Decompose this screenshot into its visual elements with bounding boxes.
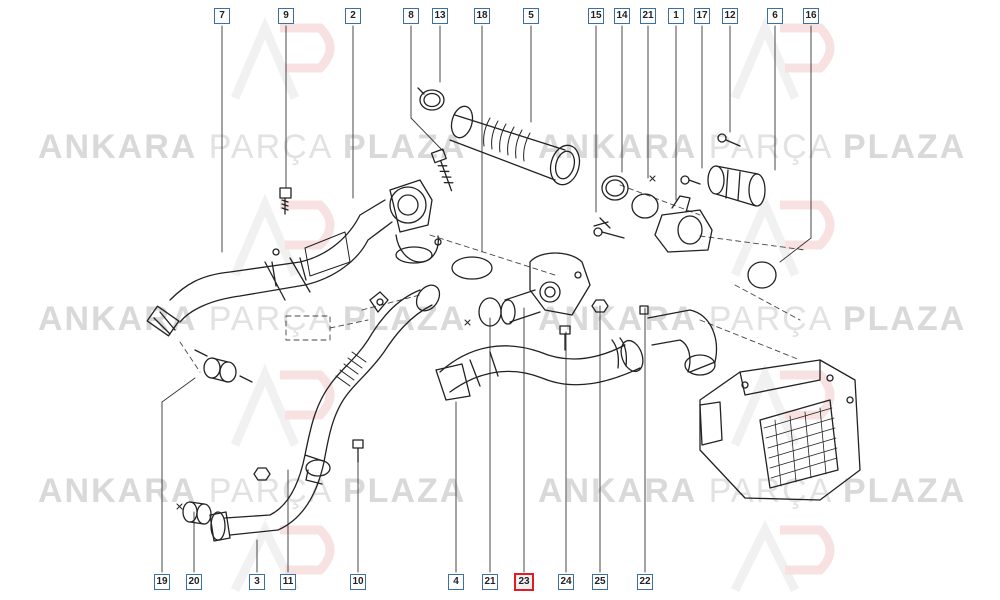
- callout-5[interactable]: 5: [523, 8, 539, 24]
- charge-pipe-upper: [146, 179, 442, 337]
- ap-logo-icon: [730, 193, 835, 277]
- ap-logo-icon: [230, 363, 335, 447]
- callout-21-top[interactable]: 21: [640, 8, 656, 24]
- callout-1[interactable]: 1: [668, 8, 684, 24]
- intake-pipe-4: [435, 337, 644, 401]
- leader-lines-bottom: [161, 305, 646, 573]
- air-duct-6: [707, 165, 766, 207]
- callout-7[interactable]: 7: [214, 8, 230, 24]
- intercooler-housing: [699, 359, 861, 501]
- ap-logo-icon: [230, 193, 335, 277]
- ap-logo-icon: [730, 16, 835, 100]
- o-ring-21-top: [631, 193, 659, 219]
- corrugated-hose-5: [449, 105, 581, 186]
- o-ring-18: [451, 256, 493, 280]
- callout-8[interactable]: 8: [403, 8, 419, 24]
- throttle-elbow-23: [500, 252, 591, 325]
- callout-18[interactable]: 18: [474, 8, 490, 24]
- screws-15: [593, 217, 625, 239]
- callout-16[interactable]: 16: [803, 8, 819, 24]
- screw-17: [680, 175, 701, 185]
- callout-19[interactable]: 19: [154, 574, 170, 590]
- callout-15[interactable]: 15: [588, 8, 604, 24]
- bolt-8: [430, 148, 454, 192]
- nut-25: [591, 299, 609, 313]
- alignment-lines: [179, 184, 806, 373]
- x-marks: [176, 175, 656, 510]
- watermark-text: ANKARA PARÇA PLAZA: [538, 472, 967, 510]
- nut-11: [253, 467, 271, 481]
- ap-logo-icon: [230, 16, 335, 100]
- callout-10[interactable]: 10: [350, 574, 366, 590]
- sleeve-19: [194, 349, 253, 383]
- clamp-14: [601, 175, 629, 201]
- callout-4[interactable]: 4: [448, 574, 464, 590]
- callout-12[interactable]: 12: [722, 8, 738, 24]
- callout-11[interactable]: 11: [280, 574, 296, 590]
- screw-12: [717, 133, 741, 147]
- callout-3[interactable]: 3: [249, 574, 265, 590]
- callout-20[interactable]: 20: [186, 574, 202, 590]
- ap-logo-icon: [230, 519, 335, 593]
- o-ring-21-bottom: [478, 297, 502, 327]
- watermark-text: ANKARA PARÇA PLAZA: [38, 472, 467, 510]
- callout-17[interactable]: 17: [694, 8, 710, 24]
- callout-9[interactable]: 9: [278, 8, 294, 24]
- o-ring-16: [747, 261, 777, 289]
- leader-lines-top: [221, 25, 812, 263]
- sleeve-20: [182, 501, 212, 525]
- mass-airflow-sensor-1: [654, 195, 713, 253]
- bolt-10: [352, 439, 364, 463]
- callout-13[interactable]: 13: [432, 8, 448, 24]
- turbo-outlet-housing: [272, 179, 442, 264]
- bolt-9: [279, 187, 292, 215]
- callout-2[interactable]: 2: [345, 8, 361, 24]
- watermark-text: ANKARA PARÇA PLAZA: [38, 128, 467, 166]
- callout-24[interactable]: 24: [558, 574, 574, 590]
- callout-6[interactable]: 6: [767, 8, 783, 24]
- callout-14[interactable]: 14: [614, 8, 630, 24]
- watermark-text: ANKARA PARÇA PLAZA: [538, 128, 967, 166]
- charge-pipe-3: [209, 284, 441, 542]
- watermark-text: ANKARA PARÇA PLAZA: [38, 300, 467, 338]
- elbow-22: [639, 305, 718, 376]
- callout-22[interactable]: 22: [637, 574, 653, 590]
- clamp-13: [417, 87, 445, 111]
- callout-21-bottom[interactable]: 21: [482, 574, 498, 590]
- ap-logo-icon: [730, 519, 835, 593]
- callout-23-highlighted[interactable]: 23: [514, 573, 534, 591]
- callout-25[interactable]: 25: [592, 574, 608, 590]
- bolt-24: [559, 325, 571, 351]
